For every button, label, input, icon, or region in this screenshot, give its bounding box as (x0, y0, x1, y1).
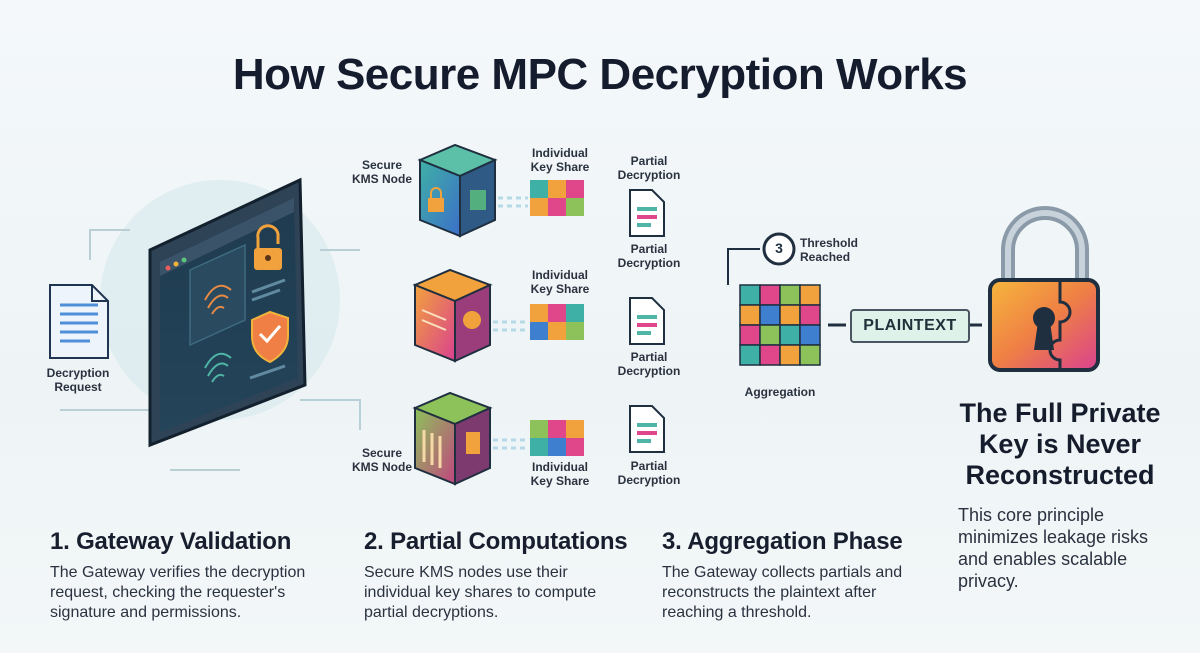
partial-doc-icon-1 (629, 189, 665, 237)
principle-heading: The Full Private Key is Never Reconstruc… (959, 398, 1161, 490)
fingerprint-icon (204, 284, 232, 315)
share-label-1: Individual Key Share (530, 146, 590, 174)
step-3-heading: 3. Aggregation Phase (662, 528, 903, 555)
kms-node-cube-1 (417, 143, 498, 238)
partial-doc-icon-3 (629, 405, 665, 453)
partial-label-3: Partial Decryption (617, 350, 681, 378)
partial-label-2: Partial Decryption (617, 242, 681, 270)
partial-doc-icon-2 (629, 297, 665, 345)
aggregation-label: Aggregation (744, 385, 816, 399)
shield-icon (251, 310, 289, 364)
step-2-body: Secure KMS nodes use their individual ke… (364, 564, 597, 621)
page-title: How Secure MPC Decryption Works (232, 50, 968, 99)
request-label: Decryption Request (46, 366, 110, 394)
share-label-3: Individual Key Share (530, 460, 590, 488)
key-share-puzzle-1 (530, 180, 584, 216)
padlock-icon (988, 206, 1100, 372)
plaintext-box: PLAINTEXT (850, 309, 970, 343)
fingerprint-icon-2 (204, 352, 232, 383)
kms-node-cube-3 (412, 391, 493, 486)
partial-label-1: Partial Decryption (617, 154, 681, 182)
node-label-1: Secure KMS Node (352, 158, 412, 186)
step-2-heading: 2. Partial Computations (364, 528, 628, 555)
key-share-puzzle-2 (530, 304, 584, 340)
partial-label-4: Partial Decryption (617, 459, 681, 487)
share-label-2: Individual Key Share (530, 268, 590, 296)
connector-dashes (493, 196, 528, 450)
kms-node-cube-2 (412, 268, 493, 363)
step-3-body: The Gateway collects partials and recons… (662, 564, 903, 621)
gateway-tablet-icon (148, 177, 307, 448)
threshold-badge-number: 3 (775, 240, 783, 256)
key-share-puzzle-3 (530, 420, 584, 456)
threshold-badge (762, 232, 796, 266)
step-1-body: The Gateway verifies the decryption requ… (50, 564, 306, 621)
principle-body: This core principle minimizes leakage ri… (958, 505, 1149, 591)
lock-icon (254, 224, 282, 270)
threshold-connector (727, 248, 760, 285)
node-label-3: Secure KMS Node (352, 446, 412, 474)
request-document-icon (49, 284, 109, 359)
step-1-heading: 1. Gateway Validation (50, 528, 292, 555)
aggregation-puzzle (739, 284, 821, 366)
threshold-label: Threshold Reached (800, 236, 859, 264)
